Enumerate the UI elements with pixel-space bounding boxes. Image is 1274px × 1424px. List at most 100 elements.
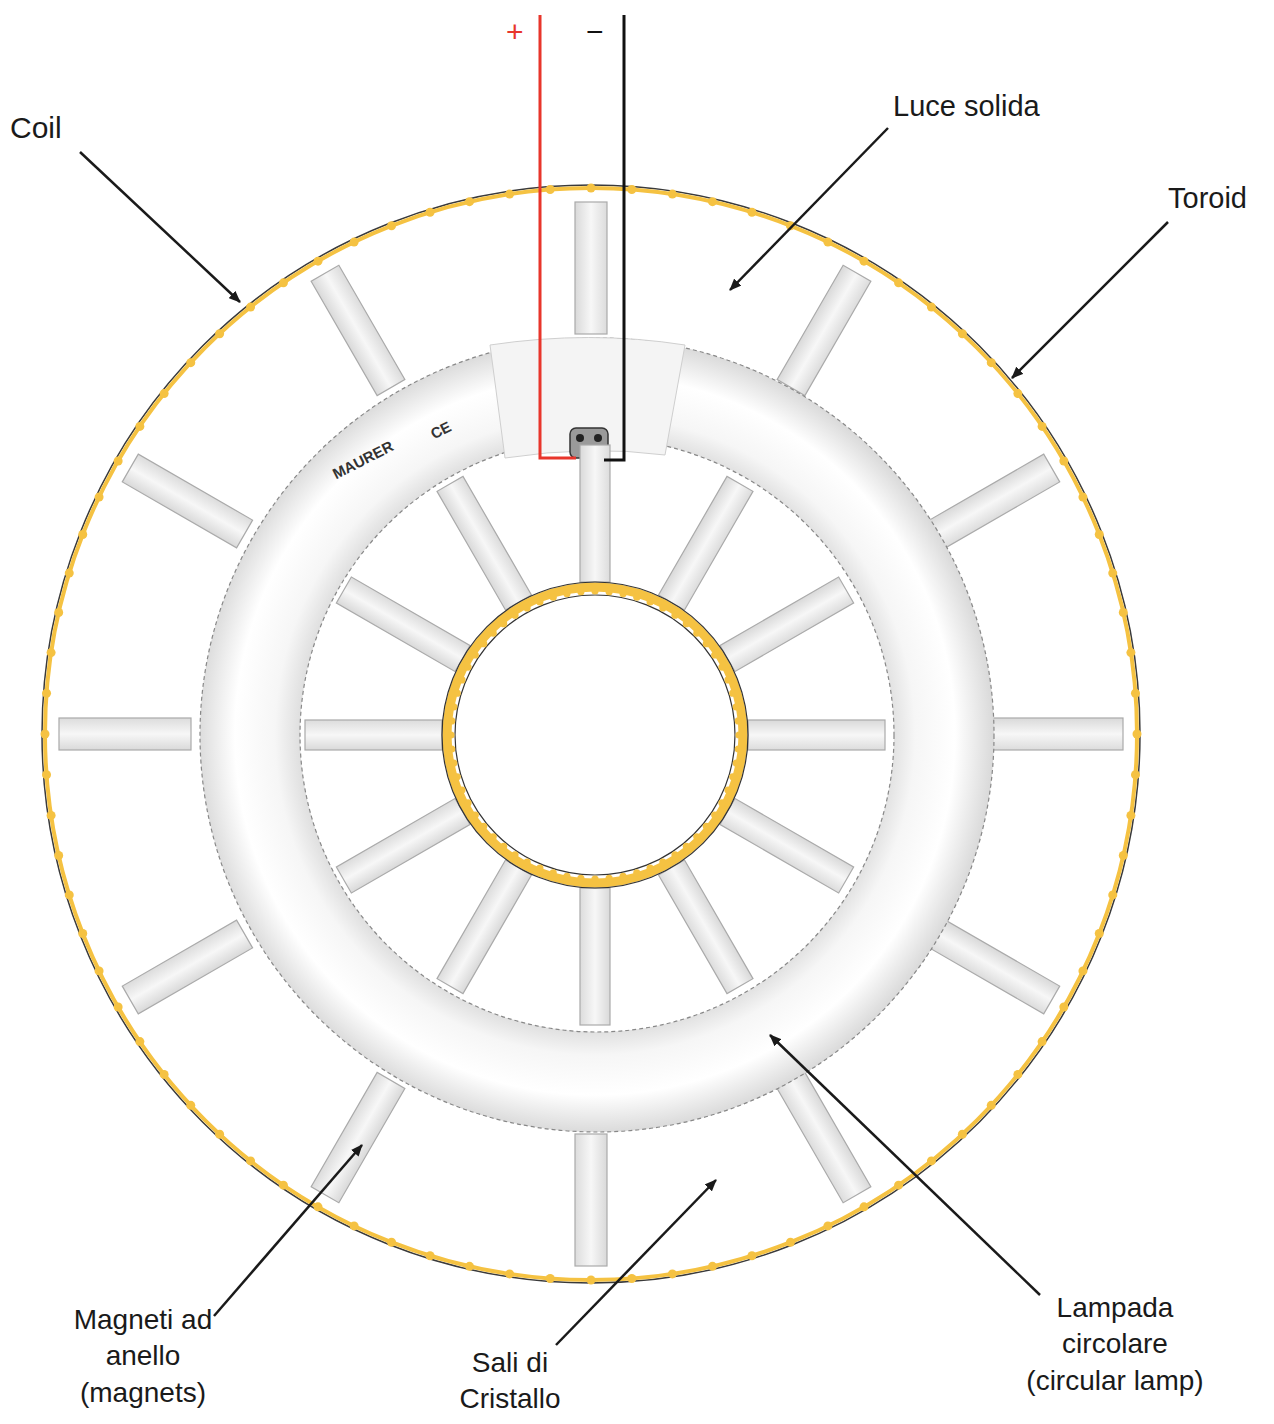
winding-dot <box>647 598 654 605</box>
winding-dot <box>500 620 507 627</box>
winding-dot <box>54 851 63 860</box>
winding-dot <box>718 664 725 671</box>
winding-dot <box>41 730 50 739</box>
inner-windings <box>447 587 742 882</box>
winding-dot <box>693 630 700 637</box>
winding-dot <box>314 1202 323 1211</box>
winding-dot <box>1119 851 1128 860</box>
winding-dot <box>215 329 224 338</box>
winding-dot <box>464 664 471 671</box>
winding-dot <box>711 651 718 658</box>
winding-dot <box>1095 929 1104 938</box>
winding-dot <box>546 185 555 194</box>
winding-dot <box>1038 422 1047 431</box>
coil-windings <box>41 184 1142 1285</box>
winding-dot <box>735 746 742 753</box>
ring-magnet <box>437 476 531 610</box>
winding-dot <box>577 875 584 882</box>
part-label: Lampada circolare (circular lamp) <box>1009 1290 1221 1399</box>
part-label: Coil <box>10 108 62 147</box>
winding-dot <box>633 869 640 876</box>
part-label: Luce solida <box>893 88 1040 126</box>
winding-dot <box>703 640 710 647</box>
winding-dot <box>490 630 497 637</box>
leader-line <box>214 1145 362 1316</box>
winding-dot <box>987 1101 996 1110</box>
toroid-outline <box>42 185 1140 1283</box>
winding-dot <box>511 612 518 619</box>
winding-dot <box>683 843 690 850</box>
winding-dot <box>894 1181 903 1190</box>
leader-line <box>80 152 240 302</box>
winding-dot <box>735 717 742 724</box>
winding-dot <box>987 358 996 367</box>
winding-dot <box>1013 389 1022 398</box>
ring-magnet <box>748 720 885 750</box>
ring-magnet <box>575 1134 607 1266</box>
winding-dot <box>1095 530 1104 539</box>
winding-dot <box>729 773 736 780</box>
ring-magnet <box>929 454 1059 548</box>
winding-dot <box>591 875 598 882</box>
winding-dot <box>387 221 396 230</box>
winding-dot <box>894 278 903 287</box>
winding-dot <box>472 811 479 818</box>
winding-dot <box>733 759 740 766</box>
winding-dot <box>279 1181 288 1190</box>
winding-dot <box>47 648 56 657</box>
winding-dot <box>659 604 666 611</box>
winding-dot <box>505 1269 514 1278</box>
winding-dot <box>458 676 465 683</box>
lamp-edge <box>300 438 894 1032</box>
winding-dot <box>448 746 455 753</box>
winding-dot <box>724 676 731 683</box>
ring-magnet <box>659 860 753 994</box>
winding-dot <box>747 1251 756 1260</box>
ring-magnets-outer <box>59 202 1123 1266</box>
winding-dot <box>426 1251 435 1260</box>
winding-dot <box>1059 1003 1068 1012</box>
winding-dot <box>633 594 640 601</box>
winding-dot <box>65 569 74 578</box>
winding-dot <box>659 858 666 865</box>
winding-dot <box>1013 1070 1022 1079</box>
winding-dot <box>160 389 169 398</box>
winding-dot <box>1108 569 1117 578</box>
winding-dot <box>860 257 869 266</box>
ring-magnet <box>929 920 1059 1014</box>
ring-magnet <box>122 454 252 548</box>
winding-dot <box>606 875 613 882</box>
winding-dot <box>95 966 104 975</box>
winding-dot <box>448 717 455 724</box>
ring-magnet <box>580 888 610 1025</box>
winding-dot <box>447 731 454 738</box>
leader-line <box>1012 222 1168 378</box>
winding-dot <box>1131 689 1140 698</box>
winding-dot <box>135 1037 144 1046</box>
winding-dot <box>450 759 457 766</box>
inner-ring <box>447 587 743 883</box>
winding-dot <box>647 864 654 871</box>
terminal-sign: + <box>506 12 524 51</box>
winding-dot <box>718 799 725 806</box>
ring-magnet <box>720 577 854 671</box>
ring-magnet <box>575 202 607 334</box>
winding-dot <box>78 530 87 539</box>
winding-dot <box>505 190 514 199</box>
winding-dot <box>54 608 63 617</box>
terminal-sign: − <box>586 12 604 51</box>
winding-dot <box>480 823 487 830</box>
winding-dot <box>114 1003 123 1012</box>
winding-dot <box>78 929 87 938</box>
ring-magnet <box>777 1072 871 1202</box>
winding-dot <box>577 588 584 595</box>
part-label: Magneti ad anello (magnets) <box>73 1302 213 1411</box>
winding-dot <box>693 833 700 840</box>
leader-line <box>770 1035 1040 1295</box>
winding-dot <box>42 770 51 779</box>
winding-dot <box>465 197 474 206</box>
winding-dot <box>958 329 967 338</box>
ring-magnet <box>991 718 1123 750</box>
winding-dot <box>426 208 435 217</box>
